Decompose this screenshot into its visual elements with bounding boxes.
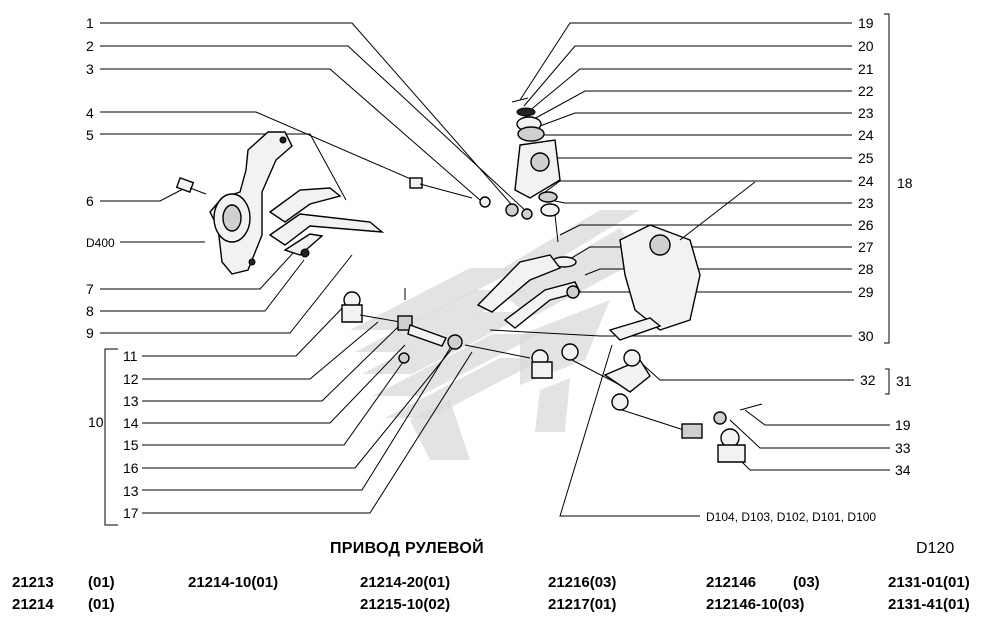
callout-6: 6 <box>86 193 94 209</box>
callout-2: 2 <box>86 38 94 54</box>
callout-8: 8 <box>86 303 94 319</box>
model-variant: (03) <box>793 574 820 591</box>
model-code: 21214-10(01) <box>188 574 279 591</box>
callout-r30: 30 <box>858 328 874 344</box>
bracket-31 <box>885 368 890 395</box>
callout-r21: 21 <box>858 61 874 77</box>
model-variant: (01) <box>88 574 115 591</box>
left-tie-rod <box>341 288 531 364</box>
callout-13: 13 <box>123 393 139 409</box>
bolt-4 <box>409 177 491 208</box>
right-tie-rod <box>611 349 763 463</box>
bracket-18 <box>884 13 890 344</box>
callout-r28: 28 <box>858 261 874 277</box>
callout-14: 14 <box>123 415 139 431</box>
nut-1 <box>505 203 519 217</box>
diagram-code: D120 <box>916 540 955 557</box>
callout-r29: 29 <box>858 284 874 300</box>
pendulum-arm-assembly <box>511 97 577 268</box>
callout-r26: 26 <box>858 217 874 233</box>
callout-9: 9 <box>86 325 94 341</box>
bolt-6 <box>175 177 207 195</box>
callout-r24b: 24 <box>858 173 874 189</box>
nut-29 <box>566 285 580 299</box>
steering-gear-box <box>608 181 756 341</box>
callout-d400: D400 <box>86 236 115 250</box>
steering-arms <box>268 187 385 258</box>
models-row-2: 21214 (01) 21215-10(02) 21217(01) 212146… <box>0 596 1000 616</box>
pitman-arm <box>503 281 582 329</box>
callout-16: 16 <box>123 460 139 476</box>
variants-note: D104, D103, D102, D101, D100 <box>706 510 876 524</box>
callout-12: 12 <box>123 371 139 387</box>
model-code: 21214 <box>12 596 54 613</box>
models-row-1: 21213 (01) 21214-10(01) 21214-20(01) 212… <box>0 574 1000 594</box>
callout-4: 4 <box>86 105 94 121</box>
idler-arm <box>476 254 562 313</box>
callout-5: 5 <box>86 127 94 143</box>
callout-10: 10 <box>88 414 104 430</box>
model-variant: (01) <box>88 596 115 613</box>
center-link <box>531 343 651 393</box>
diagram-title: ПРИВОД РУЛЕВОЙ <box>330 540 484 557</box>
callout-7: 7 <box>86 281 94 297</box>
steering-knuckle <box>209 131 293 275</box>
model-code: 21217(01) <box>548 596 617 613</box>
model-code: 2131-41(01) <box>888 596 970 613</box>
model-code: 21215-10(02) <box>360 596 451 613</box>
callout-3: 3 <box>86 61 94 77</box>
callout-r27: 27 <box>858 239 874 255</box>
callout-r23: 23 <box>858 105 874 121</box>
callout-11: 11 <box>123 348 138 364</box>
callout-13b: 13 <box>123 483 139 499</box>
callout-r18: 18 <box>897 175 913 191</box>
bracket-10 <box>104 348 118 526</box>
callout-15: 15 <box>123 437 139 453</box>
nut-2 <box>521 208 533 220</box>
model-code: 21216(03) <box>548 574 617 591</box>
model-code: 212146-10(03) <box>706 596 805 613</box>
model-code: 21213 <box>12 574 54 591</box>
right-callouts: 19 20 21 22 23 24 25 24 23 26 27 28 29 3… <box>706 15 913 524</box>
left-leaders <box>100 22 528 514</box>
callout-r32: 32 <box>860 372 876 388</box>
callout-r19b: 19 <box>895 417 911 433</box>
callout-r22: 22 <box>858 83 874 99</box>
callout-r34: 34 <box>895 462 911 478</box>
callout-r31: 31 <box>896 373 912 389</box>
callout-r23b: 23 <box>858 195 874 211</box>
model-code: 21214-20(01) <box>360 574 451 591</box>
callout-r20: 20 <box>858 38 874 54</box>
callout-1: 1 <box>86 15 94 31</box>
callout-r33: 33 <box>895 440 911 456</box>
callout-r19: 19 <box>858 15 874 31</box>
model-code: 2131-01(01) <box>888 574 970 591</box>
callout-17: 17 <box>123 505 139 521</box>
left-callouts: 1 2 3 4 5 6 D400 7 8 9 11 12 13 14 15 16… <box>86 15 139 521</box>
callout-r24: 24 <box>858 127 874 143</box>
right-leaders <box>489 22 890 517</box>
model-code: 212146 <box>706 574 757 591</box>
callout-r25: 25 <box>858 150 874 166</box>
